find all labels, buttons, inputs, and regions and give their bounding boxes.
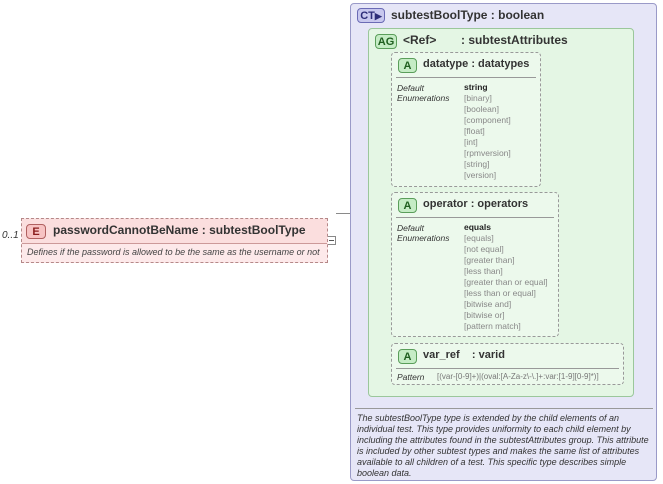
attribute-type: varid <box>478 349 505 361</box>
complex-type-divider <box>355 408 653 409</box>
enumeration-list: [binary] [boolean] [component] [float] [… <box>464 93 511 181</box>
enumeration-value: [greater than or equal] <box>464 277 548 287</box>
pattern-label: Pattern <box>397 372 425 382</box>
enumeration-value: [less than or equal] <box>464 288 536 298</box>
attribute-badge-icon: A <box>398 349 417 364</box>
element-title: passwordCannotBeName : subtestBoolType <box>53 223 306 237</box>
attribute-name: datatype <box>423 58 469 70</box>
complex-type-badge-label: CT <box>360 10 375 22</box>
enumeration-value: [float] <box>464 126 485 136</box>
enumeration-value: [pattern match] <box>464 321 521 331</box>
expand-toggle[interactable] <box>327 236 336 245</box>
element-type: subtestBoolType <box>209 223 306 237</box>
complex-type-separator: : <box>490 8 499 22</box>
element-header <box>22 219 327 244</box>
enumeration-list: [equals] [not equal] [greater than] [les… <box>464 233 548 332</box>
attribute-divider <box>396 77 536 78</box>
enumeration-value: [greater than] <box>464 255 515 265</box>
attribute-name: operator <box>423 198 468 210</box>
enumeration-value: [boolean] <box>464 104 499 114</box>
enumeration-value: [not equal] <box>464 244 504 254</box>
attribute-type: operators <box>477 198 529 210</box>
attribute-divider <box>396 368 619 369</box>
complex-type-name: subtestBoolType <box>391 8 488 22</box>
default-label: Default <box>397 83 424 93</box>
enumeration-value: [bitwise or] <box>464 310 505 320</box>
enumeration-value: [string] <box>464 159 490 169</box>
attribute-divider <box>396 217 554 218</box>
element-documentation: Defines if the password is allowed to be… <box>27 247 320 257</box>
complex-type-base: boolean <box>498 8 545 22</box>
enumerations-label: Enumerations <box>397 93 450 103</box>
attribute-badge-icon: A <box>398 198 417 213</box>
attribute-operator[interactable]: A operator : operators Default Enumerati… <box>391 192 559 337</box>
enumeration-value: [version] <box>464 170 497 180</box>
element-occurrence: 0..1 <box>2 230 19 241</box>
attribute-type: datatypes <box>478 58 530 70</box>
element-type-separator: : <box>201 223 210 237</box>
enumeration-value: [int] <box>464 137 478 147</box>
complex-type-documentation: The subtestBoolType type is extended by … <box>357 413 649 478</box>
attribute-title: datatype : datatypes <box>423 58 529 70</box>
attribute-type-separator: : <box>471 58 479 70</box>
default-value: equals <box>464 222 491 232</box>
default-value: string <box>464 82 488 92</box>
connector-type-link <box>336 213 350 214</box>
attribute-group-title: <Ref> : subtestAttributes <box>403 33 568 47</box>
element-box[interactable]: E passwordCannotBeName : subtestBoolType… <box>21 218 328 263</box>
attribute-type-separator: : <box>462 349 479 361</box>
attribute-group-ref: <Ref> <box>403 33 437 47</box>
extension-arrow-icon: ▶ <box>374 11 382 21</box>
attribute-var-ref[interactable]: A var_ref : varid Pattern [(var-[0-9]+)|… <box>391 343 624 385</box>
attribute-group-name: : subtestAttributes <box>461 33 568 47</box>
enumeration-value: [binary] <box>464 93 492 103</box>
enumeration-value: [component] <box>464 115 511 125</box>
attribute-title: var_ref : varid <box>423 349 505 361</box>
default-label: Default <box>397 223 424 233</box>
attribute-badge-icon: A <box>398 58 417 73</box>
attribute-type-separator: : <box>470 198 478 210</box>
attribute-group-badge-icon: AG <box>375 34 397 49</box>
attribute-title: operator : operators <box>423 198 528 210</box>
enumeration-value: [equals] <box>464 233 494 243</box>
attribute-name: var_ref <box>423 349 460 361</box>
enumerations-label: Enumerations <box>397 233 450 243</box>
enumeration-value: [less than] <box>464 266 503 276</box>
pattern-value: [(var-[0-9]+)|(oval:[A-Za-z\-\.]+:var:[1… <box>437 372 599 381</box>
complex-type-title: subtestBoolType : boolean <box>391 8 544 22</box>
complex-type-badge-icon: CT▶ <box>357 8 385 23</box>
enumeration-value: [rpmversion] <box>464 148 511 158</box>
element-badge-icon: E <box>26 224 46 239</box>
enumeration-value: [bitwise and] <box>464 299 512 309</box>
element-name: passwordCannotBeName <box>53 223 199 237</box>
attribute-datatype[interactable]: A datatype : datatypes Default Enumerati… <box>391 52 541 187</box>
